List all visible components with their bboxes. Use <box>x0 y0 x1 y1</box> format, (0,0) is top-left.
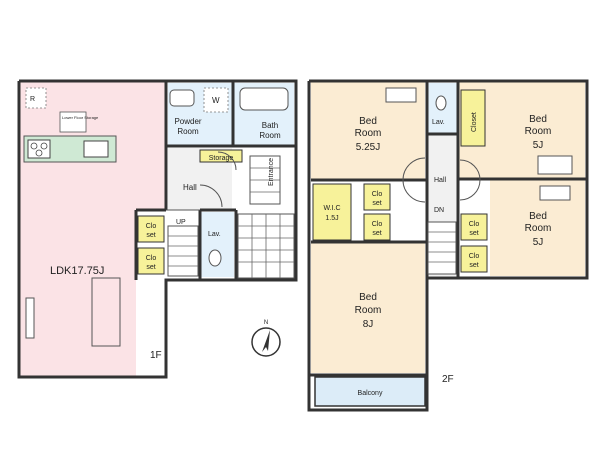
closet-1f-b <box>137 247 165 275</box>
lav-2f-label: Lav. <box>432 119 445 126</box>
closet-2f-a-label-1: Clo <box>372 191 383 198</box>
door-arc-2f-3 <box>459 159 481 181</box>
bedroom-525-label-1: Bed <box>359 116 377 127</box>
bedroom-8-area <box>311 242 425 373</box>
stove-icon <box>27 139 51 159</box>
desk-2f-b <box>537 155 573 175</box>
storage-label: Storage <box>209 155 234 162</box>
entrance-tiles <box>237 213 295 279</box>
bedroom-525-label-2: Room <box>355 128 382 139</box>
wic-label-1: W.I.C <box>323 205 340 212</box>
powder-sink <box>169 89 195 107</box>
bedroom-8-label-2: Room <box>355 305 382 316</box>
door-arc-2f-1 <box>402 157 426 181</box>
sofa <box>91 277 121 347</box>
compass-icon: N <box>251 320 281 357</box>
closet-1f-a-label-1: Clo <box>146 223 157 230</box>
washer-label: W <box>212 96 220 105</box>
balcony-area <box>314 376 426 407</box>
closet-2f-b-label-1: Clo <box>372 221 383 228</box>
bathtub <box>239 87 289 111</box>
bedroom-5-bottom-label-2: Room <box>525 223 552 234</box>
entrance-label: Entrance <box>268 158 275 186</box>
washer-box <box>203 87 229 113</box>
desk-2f-c <box>539 185 571 201</box>
lavatory-1f-area <box>200 212 234 277</box>
closet-2f-b <box>363 213 391 241</box>
lav-1f-label: Lav. <box>208 231 221 238</box>
fridge-label: R <box>30 96 35 103</box>
hall-2f-label: Hall <box>434 177 447 184</box>
storage-1f <box>199 149 243 163</box>
bedroom-5-top-label-2: Room <box>525 126 552 137</box>
closet-1f-b-label-2: set <box>146 264 155 271</box>
closet-2f-a <box>363 183 391 211</box>
stairs-1f <box>167 225 199 277</box>
bedroom-5-bottom-label-1: Bed <box>529 211 547 222</box>
up-label: UP <box>176 219 186 226</box>
bedroom-8-label-3: 8J <box>363 319 374 330</box>
tiny-storage-box <box>59 111 87 133</box>
wic-area <box>312 183 352 241</box>
closet-2f-a-label-2: set <box>372 200 381 207</box>
closet-2f-top <box>460 89 486 147</box>
closet-2f-top-label: Closet <box>471 112 478 132</box>
bedroom-525-label-3: 5.25J <box>356 142 380 153</box>
closet-2f-c-label-2: set <box>469 230 478 237</box>
balcony-label: Balcony <box>358 390 383 397</box>
compass-north-label: N <box>264 320 268 326</box>
door-arc-2f-2 <box>402 179 426 203</box>
bath-room-label-2: Room <box>259 131 281 140</box>
toilet-2f <box>435 95 447 111</box>
dn-label: DN <box>434 207 444 214</box>
closet-1f-a <box>137 215 165 243</box>
closet-2f-d <box>460 245 488 273</box>
floor-1f: R Lower Floor Storage W <box>17 79 298 379</box>
desk-2f <box>385 87 417 103</box>
closet-1f-a-label-2: set <box>146 232 155 239</box>
bedroom-8-label-1: Bed <box>359 292 377 303</box>
bath-room-label-1: Bath <box>262 121 278 130</box>
hall-1f-label: Hall <box>183 183 197 192</box>
door-arc-1f-2 <box>217 151 237 171</box>
ldk-label: LDK17.75J <box>50 265 104 277</box>
fridge-box <box>25 87 47 109</box>
closet-2f-c <box>460 213 488 241</box>
powder-room-label-2: Room <box>177 127 199 136</box>
closet-2f-b-label-2: set <box>372 230 381 237</box>
powder-room-label-1: Powder <box>174 117 201 126</box>
entrance-step <box>249 155 281 205</box>
floor-2f: Bed Room 5.25J Bed Room 5J Bed Room 5J B… <box>307 79 589 412</box>
toilet-1f <box>208 249 222 267</box>
bedroom-5-bottom-label-3: 5J <box>533 237 544 248</box>
floor-1f-label: 1F <box>150 350 162 361</box>
floor-2f-label: 2F <box>442 374 454 385</box>
door-arc-2f-4 <box>459 179 481 201</box>
bedroom-5-top-label-3: 5J <box>533 140 544 151</box>
door-arc-1f <box>199 184 223 208</box>
sink-icon <box>83 140 109 158</box>
stairs-2f <box>427 221 457 275</box>
closet-1f-b-label-1: Clo <box>146 255 157 262</box>
tv-board <box>25 297 35 339</box>
closet-2f-c-label-1: Clo <box>469 221 480 228</box>
wic-label-2: 1.5J <box>325 215 338 222</box>
tiny-storage-label: Lower Floor Storage <box>62 115 99 120</box>
bedroom-5-top-label-1: Bed <box>529 114 547 125</box>
closet-2f-d-label-2: set <box>469 262 478 269</box>
closet-2f-d-label-1: Clo <box>469 253 480 260</box>
